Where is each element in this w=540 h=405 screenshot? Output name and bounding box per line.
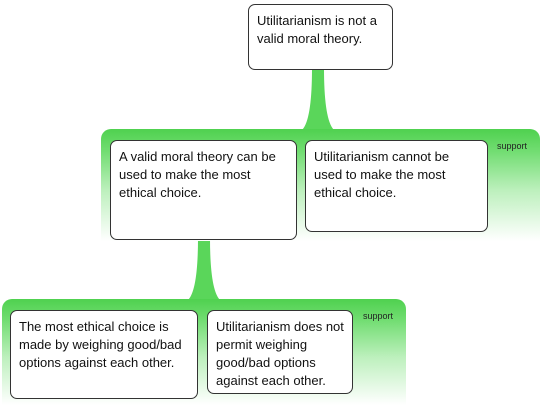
connector-premise-to-support-group bbox=[188, 238, 220, 300]
claim-node-root[interactable]: Utilitarianism is not a valid moral theo… bbox=[248, 4, 393, 70]
premise-node-no-weighing[interactable]: Utilitarianism does not permit weighing … bbox=[207, 310, 353, 394]
connector-root-to-support-group bbox=[302, 68, 334, 130]
support-group-bottom-label: support bbox=[363, 311, 394, 321]
premise-node-utilitarianism-cannot[interactable]: Utilitarianism cannot be used to make th… bbox=[305, 140, 488, 232]
premise-node-valid-theory[interactable]: A valid moral theory can be used to make… bbox=[110, 140, 297, 240]
premise-node-ethical-choice-weighing[interactable]: The most ethical choice is made by weigh… bbox=[10, 310, 198, 399]
support-group-top-label: support bbox=[497, 141, 528, 151]
